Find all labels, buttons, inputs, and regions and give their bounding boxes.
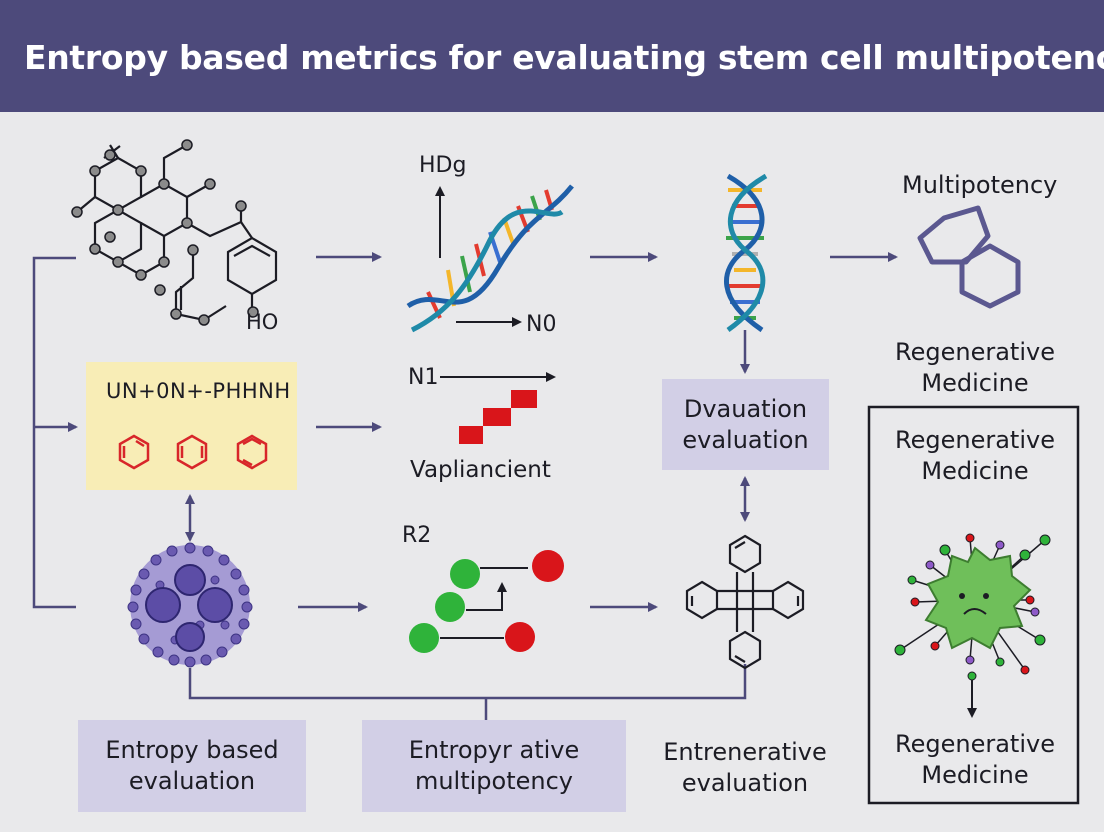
dna-y-axis-label: HDg <box>419 153 467 178</box>
bottom-box-entropy-evaluation: Entropy based evaluation <box>78 720 306 812</box>
right-panel-top-line-1: Regenerative <box>895 426 1055 454</box>
bottom-box-3-line-2: evaluation <box>681 769 809 797</box>
left-bracket-connector <box>32 256 78 609</box>
step-plot-caption: Vapliancient <box>410 457 551 483</box>
molecule-label: HO <box>246 310 279 334</box>
bottom-box-entropy-multipotency: Entropyr ative multipotency <box>362 720 626 812</box>
regenerative-medicine-top: Regenerative Medicine <box>880 337 1070 399</box>
flow-arrows <box>185 252 898 612</box>
right-panel-top-line-2: Medicine <box>921 457 1029 485</box>
dna-plot-axes <box>435 186 522 327</box>
step-plot-icon <box>440 372 556 444</box>
right-panel-bottom-label: Regenerative Medicine <box>880 729 1070 791</box>
dna-diagonal-icon <box>406 184 574 333</box>
bottom-box-2-line-1: Entropyr ative <box>408 736 580 764</box>
right-panel-frame <box>867 405 1080 805</box>
evaluation-box-line-2: evaluation <box>682 425 809 454</box>
bottom-box-2-line-2: multipotency <box>414 767 574 795</box>
title-bar: Entropy based metrics for evaluating ste… <box>0 0 1104 112</box>
dna-x-axis-label: N0 <box>526 312 557 337</box>
node-graph-icon <box>409 550 564 653</box>
multipotency-icon <box>917 205 1021 309</box>
right-panel-bottom-line-2: Medicine <box>921 761 1029 789</box>
benzene-hub-icon <box>685 534 805 670</box>
regen-top-line-1: Regenerative <box>895 338 1055 366</box>
bottom-box-1-line-1: Entropy based <box>105 736 279 764</box>
dna-helix-icon <box>724 173 768 333</box>
bottom-box-1-line-2: evaluation <box>128 767 256 795</box>
right-panel-bottom-line-1: Regenerative <box>895 730 1055 758</box>
page-title: Entropy based metrics for evaluating ste… <box>24 38 1104 77</box>
multipotency-label: Multipotency <box>902 171 1058 199</box>
regen-top-line-2: Medicine <box>921 369 1029 397</box>
evaluation-box-line-1: Dvauation <box>683 394 808 423</box>
formula-rings <box>118 434 268 470</box>
virus-cell-icon <box>894 533 1051 718</box>
stem-cell-icon <box>127 542 253 668</box>
bottom-connector <box>188 664 747 720</box>
right-panel-top-label: Regenerative Medicine <box>880 425 1070 487</box>
formula-text: UN+0N+-PHHNH <box>106 379 291 403</box>
graph-label: R2 <box>402 523 432 548</box>
bottom-box-3-line-1: Entrenerative <box>663 738 827 766</box>
evaluation-box: Dvauation evaluation <box>662 379 829 470</box>
step-plot-label: N1 <box>408 365 439 390</box>
molecule-atoms <box>71 139 259 326</box>
bottom-label-entrenerative: Entrenerative evaluation <box>652 737 838 799</box>
